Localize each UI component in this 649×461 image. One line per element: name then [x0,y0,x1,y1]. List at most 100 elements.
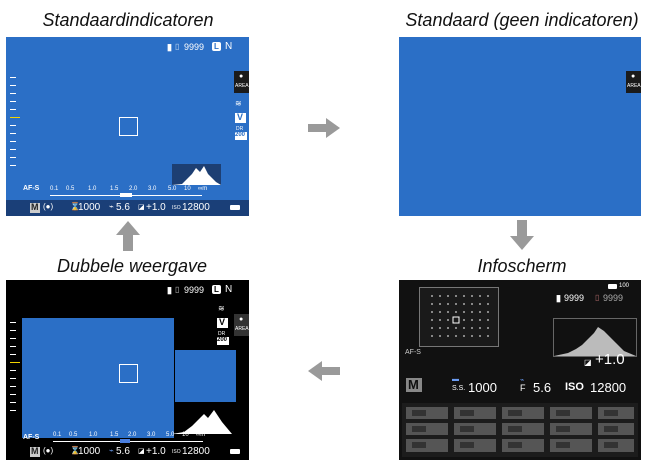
screen-standard-indicators: ▮ ▯ 9999 L N ● AREA ≋ V DR 200 AF-S 0.1 … [6,37,249,216]
arrow-up-icon [116,221,140,251]
arrow-right-icon [308,118,340,138]
card-slot2-icon: ▯ [595,293,600,302]
histogram [553,318,637,357]
exposure-mode: M [31,202,39,212]
card-slot-icon: ▮ [167,42,172,52]
aperture: 5.6 [116,446,130,457]
settings-grid-icons [402,403,638,457]
aperture-icon: ⌁ [109,446,114,455]
exp-comp-icon: ◪ [138,204,145,211]
distance-mark: 1.0 [89,432,98,438]
footer-bar: M (●) ⌛ 1000 ⌁ 5.6 ◪ +1.0 ISO 12800 [6,444,249,460]
screen-standard-no-indicators: ● AREA [399,37,641,216]
exposure-mode: M [31,446,39,456]
focus-frame[interactable] [119,117,138,136]
image-size-badge: L [212,285,221,294]
exp-comp-icon: ◪ [138,448,145,455]
battery-value: 100 [619,283,630,289]
card-slot-icon: ▮ [167,285,172,295]
histogram [172,406,232,434]
distance-mark: 5.0 [166,432,175,438]
footer-bar: M (●) ⌛ 1000 ⌁ 5.6 ◪ +1.0 ISO 12800 [6,200,249,216]
focus-area-tab[interactable]: ● AREA [626,71,641,93]
film-sim-icon: V [217,317,228,328]
shutter-icon: ⌛ [70,202,80,211]
focus-mode: AF-S [23,434,40,441]
histogram-graph [554,327,636,356]
battery-icon [230,449,240,454]
film-sim-label: V [237,112,244,122]
exposure-scale [10,322,20,412]
distance-scale: 0.1 0.5 1.0 1.5 2.0 3.0 5.0 10 ∞m [53,432,233,440]
distance-mark: 5.0 [168,186,177,192]
distance-mark: 0.5 [66,186,75,192]
card-slot-icon: ▮ [556,293,561,303]
distance-mark: 0.1 [50,186,59,192]
focus-area-tab[interactable]: ● AREA [234,71,249,93]
drange-badge: 200 [235,132,247,140]
hand-icon: ● [239,73,244,80]
iso-value: 12800 [590,380,627,395]
histogram-graph [172,410,232,434]
battery-icon [608,284,617,289]
aperture: 5.6 [533,380,552,395]
metering-icon: (●) [43,202,54,211]
image-quality: N [225,284,233,295]
film-sim-label: V [219,317,226,327]
focus-mode: AF-S [23,185,40,192]
distance-mark: 0.1 [53,432,62,438]
caption-standard-indicators: Standaardindicatoren [42,10,214,30]
caption-dual-view: Dubbele weergave [56,256,208,276]
distance-mark: 3.0 [148,186,157,192]
histogram [172,164,221,185]
distance-mark: 0.5 [69,432,78,438]
focus-area-label: AREA [235,326,249,332]
distance-mark: 3.0 [147,432,156,438]
settings-grid [402,403,638,457]
shots-remaining-2: 9999 [603,293,624,303]
shutter-icon: ▬ [452,376,459,383]
distance-mark: 10 [184,186,191,192]
distance-mark: 1.5 [110,186,119,192]
arrow-down-icon [510,220,534,250]
focus-distance-indicator [120,439,130,443]
distance-mark: 2.0 [128,432,137,438]
hand-icon: ● [239,316,244,323]
iso-label: ISO [172,449,181,455]
battery-icon [230,205,240,210]
aperture-icon: ⌁ [109,202,114,211]
exposure-comp: +1.0 [146,202,166,213]
exp-comp-icon: ◪ [584,358,592,367]
exposure-mode-badge: M [406,377,422,392]
exposure-scale [10,77,20,167]
drange-value: 200 [217,337,228,343]
shutter-icon: ⌛ [70,446,80,455]
shots-remaining: 9999 [184,285,205,295]
card-slot2-icon: ▯ [175,42,180,51]
exposure-mode: M [408,377,419,392]
image-size-badge: L [212,42,221,51]
exposure-mode-badge: M [30,446,40,457]
drange-label: DR [236,126,244,132]
image-quality: N [225,41,233,52]
focus-area-label: AREA [235,83,249,89]
screen-info: 100 ▮ 9999 ▯ 9999 AF-S ◪ +1.0 M ▬ S.S. 1… [399,280,641,460]
f-label: F [520,383,526,393]
focus-area-label: AREA [627,83,641,89]
aperture: 5.6 [116,202,130,213]
ss-label: S.S. [452,385,466,392]
focus-distance-indicator [120,193,132,197]
drange-label: DR [218,331,226,337]
aperture-icon: ⌁ [520,377,525,384]
iso-value: 12800 [182,202,210,213]
distance-scale: 0.1 0.5 1.0 1.5 2.0 3.0 5.0 10 ∞m [50,186,230,194]
shots-remaining-1: 9999 [564,293,585,303]
focus-area-tab[interactable]: ● AREA [234,314,249,336]
focus-frame[interactable] [119,364,138,383]
ibis-icon: ≋ [235,99,242,108]
distance-mark: 1.0 [88,186,97,192]
drange-badge: 200 [217,337,229,345]
exposure-comp: +1.0 [146,446,166,457]
film-sim-icon: V [235,112,246,123]
shutter-speed: 1000 [468,380,497,395]
